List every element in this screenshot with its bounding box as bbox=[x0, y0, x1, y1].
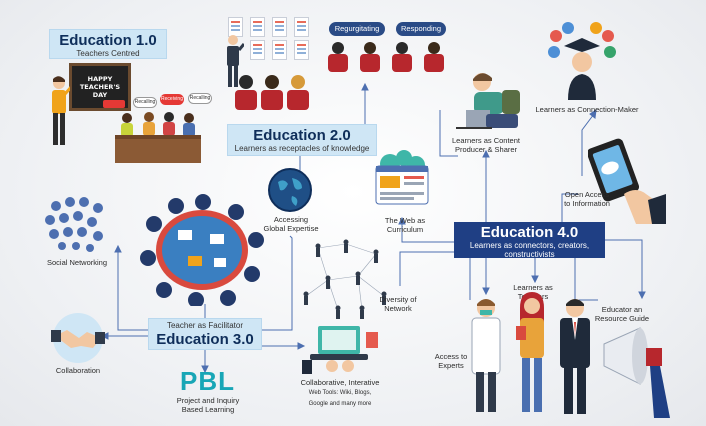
label-collab-line2: Web Tools: Wiki, Blogs, bbox=[308, 390, 372, 396]
label-resource-guide-line1: Educator an bbox=[601, 305, 643, 314]
bubble-recalling-1: Recalling bbox=[133, 97, 157, 108]
social-network-icon bbox=[45, 197, 103, 252]
doctor-figure bbox=[471, 299, 501, 412]
laptop-collab-icon bbox=[302, 326, 378, 374]
label-collaboration: Collaboration bbox=[55, 366, 101, 375]
label-collab-line3: Google and many more bbox=[308, 401, 372, 407]
label-global-expertise: Accessing Global Expertise bbox=[256, 215, 326, 233]
label-social-networking: Social Networking bbox=[46, 258, 108, 267]
people-network bbox=[303, 239, 387, 319]
education-3-subtitle: Teacher as Facilitator bbox=[166, 321, 244, 330]
label-open-access-line2: to Information bbox=[564, 199, 610, 208]
label-collab-line1: Collaborative, Interative bbox=[300, 378, 380, 387]
education-4-title: Education 4.0 bbox=[480, 224, 579, 241]
label-access-experts-line1: Access to bbox=[434, 352, 468, 361]
handshake-icon bbox=[51, 313, 105, 363]
label-open-access: Open Access to Information bbox=[552, 190, 622, 208]
education-4-subtitle-line2: constructivists bbox=[504, 250, 555, 259]
label-content-producer-line1: Learners as Content bbox=[452, 136, 520, 145]
student-laptop bbox=[456, 73, 520, 129]
label-content-producer: Learners as Content Producer & Sharer bbox=[441, 136, 531, 154]
label-learners-teachers-line1: Learners as bbox=[513, 283, 553, 292]
label-global-expertise-line2: Global Expertise bbox=[263, 224, 319, 233]
label-pbl-line1: Project and Inquiry bbox=[176, 396, 240, 405]
label-connection-maker: Learners as Connection-Maker bbox=[535, 105, 639, 114]
board-line-2: TEACHER'S DAY bbox=[79, 83, 121, 99]
label-collaborative: Collaborative, Interative Web Tools: Wik… bbox=[286, 378, 394, 409]
label-pbl: Project and Inquiry Based Learning bbox=[168, 396, 248, 414]
education-2-subtitle: Learners as receptacles of knowledge bbox=[234, 144, 370, 153]
seated-students-bottom bbox=[235, 75, 309, 110]
pill-responding: Responding bbox=[396, 22, 446, 36]
board-badge bbox=[103, 100, 125, 108]
label-web-curriculum: The Web as Curriculum bbox=[370, 216, 440, 234]
presenter-figure bbox=[227, 35, 244, 87]
seated-students-top bbox=[328, 42, 444, 72]
education-3-title: Education 3.0 bbox=[156, 331, 254, 348]
bubble-receiving: Receiving bbox=[160, 94, 184, 105]
label-open-access-line1: Open Access bbox=[564, 190, 610, 199]
label-access-experts-line2: Experts bbox=[438, 361, 464, 370]
education-1-subtitle: Teachers Centred bbox=[76, 49, 140, 58]
meeting-table bbox=[140, 194, 264, 306]
education-1-title: Education 1.0 bbox=[59, 32, 157, 49]
megaphone-icon bbox=[603, 327, 670, 418]
businessman-figure bbox=[560, 299, 590, 414]
label-access-experts: Access to Experts bbox=[426, 352, 476, 370]
board-line-1: HAPPY bbox=[87, 75, 113, 83]
pill-regurgitating: Regurgitating bbox=[329, 22, 385, 36]
label-resource-guide: Educator an Resource Guide bbox=[590, 305, 654, 323]
education-4-subtitle-line1: Learners as connectors, creators, bbox=[469, 241, 590, 250]
pbl-logo: PBL bbox=[180, 366, 235, 396]
education-1-box: Education 1.0 Teachers Centred bbox=[49, 29, 167, 59]
globe-icon bbox=[268, 168, 312, 212]
student-audience bbox=[115, 112, 201, 163]
label-global-expertise-line1: Accessing bbox=[273, 215, 309, 224]
label-diversity-line1: Diversity of bbox=[379, 295, 417, 304]
label-web-curriculum-line1: The Web as bbox=[384, 216, 426, 225]
label-diversity-line2: Network bbox=[384, 304, 412, 313]
graduate-icon bbox=[548, 22, 616, 100]
education-2-box: Education 2.0 Learners as receptacles of… bbox=[227, 124, 377, 156]
student-girl-figure bbox=[516, 292, 544, 412]
teacher-figure bbox=[52, 76, 70, 145]
label-pbl-line2: Based Learning bbox=[181, 405, 235, 414]
education-2-title: Education 2.0 bbox=[253, 127, 351, 144]
education-4-box: Education 4.0 Learners as connectors, cr… bbox=[454, 222, 605, 259]
label-web-curriculum-line2: Curriculum bbox=[386, 225, 424, 234]
bubble-recalling-2: Recalling bbox=[188, 93, 212, 104]
label-diversity-network: Diversity of Network bbox=[371, 295, 425, 313]
web-browser-icon bbox=[375, 150, 429, 205]
smartphone-icon bbox=[588, 138, 666, 224]
label-content-producer-line2: Producer & Sharer bbox=[454, 145, 518, 154]
education-3-box: Teacher as Facilitator Education 3.0 bbox=[148, 318, 262, 350]
label-resource-guide-line2: Resource Guide bbox=[594, 314, 650, 323]
